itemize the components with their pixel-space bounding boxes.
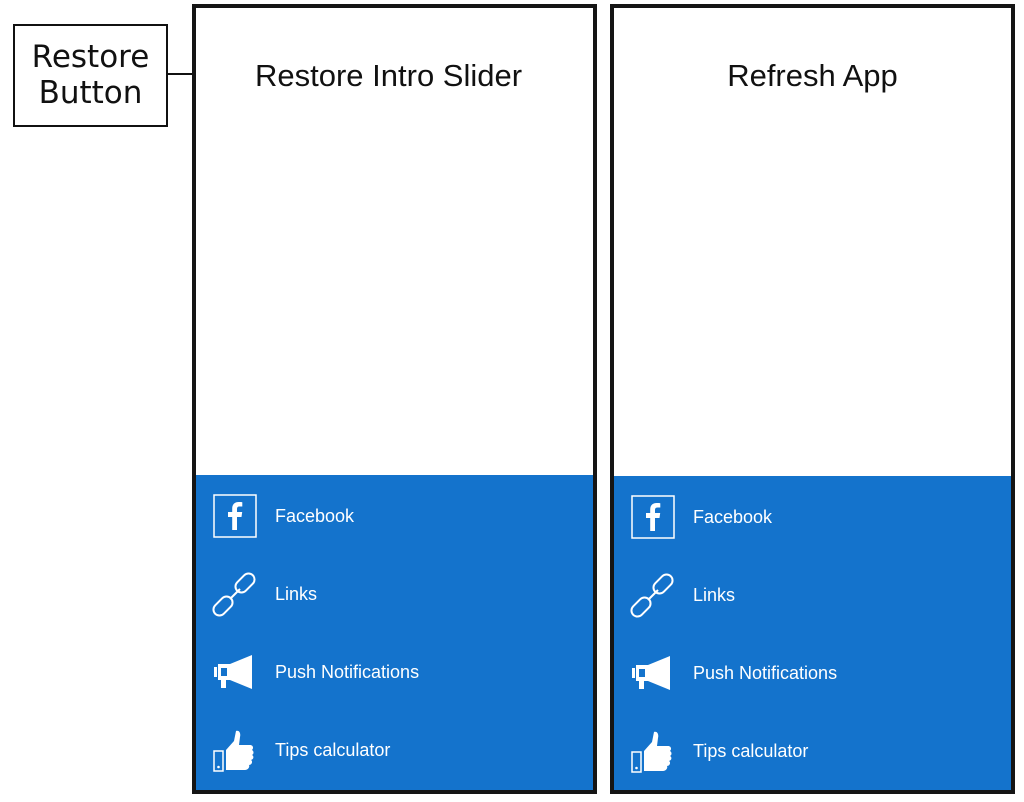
side-menu: Facebook Links P <box>614 476 1011 790</box>
facebook-icon <box>630 494 676 540</box>
menu-item-label: Tips calculator <box>693 740 809 761</box>
menu-item-label: Links <box>275 583 318 604</box>
link-icon <box>212 571 258 617</box>
menu-item-links[interactable]: Links <box>196 555 593 633</box>
menu-item-links[interactable]: Links <box>614 556 1011 634</box>
menu-item-label: Push Notifications <box>693 662 838 683</box>
menu-item-label: Links <box>693 584 736 605</box>
menu-item-label: Push Notifications <box>275 661 420 682</box>
callout-line-2: Button <box>38 74 143 111</box>
menu-item-facebook[interactable]: Facebook <box>614 478 1011 556</box>
menu-item-push-notifications[interactable]: Push Notifications <box>196 633 593 711</box>
right-phone-screen: Refresh App Facebook Links <box>610 4 1015 794</box>
facebook-icon <box>212 493 258 539</box>
menu-item-tips-calculator[interactable]: Tips calculator <box>196 711 593 789</box>
restore-button-callout: Restore Button <box>13 24 168 127</box>
thumbs-up-icon <box>630 728 676 774</box>
menu-item-label: Facebook <box>275 505 355 526</box>
link-icon <box>630 572 676 618</box>
menu-item-tips-calculator[interactable]: Tips calculator <box>614 712 1011 790</box>
refresh-app-button[interactable]: Refresh App <box>727 58 898 93</box>
menu-item-label: Facebook <box>693 506 773 527</box>
menu-item-label: Tips calculator <box>275 739 391 760</box>
restore-intro-slider-button[interactable]: Restore Intro Slider <box>255 58 523 93</box>
megaphone-icon <box>630 650 676 696</box>
callout-line-1: Restore <box>31 38 150 75</box>
menu-item-push-notifications[interactable]: Push Notifications <box>614 634 1011 712</box>
thumbs-up-icon <box>212 727 258 773</box>
side-menu: Facebook Links P <box>196 475 593 790</box>
megaphone-icon <box>212 649 258 695</box>
left-phone-screen: Restore Intro Slider Facebook Links <box>192 4 597 794</box>
menu-item-facebook[interactable]: Facebook <box>196 477 593 555</box>
